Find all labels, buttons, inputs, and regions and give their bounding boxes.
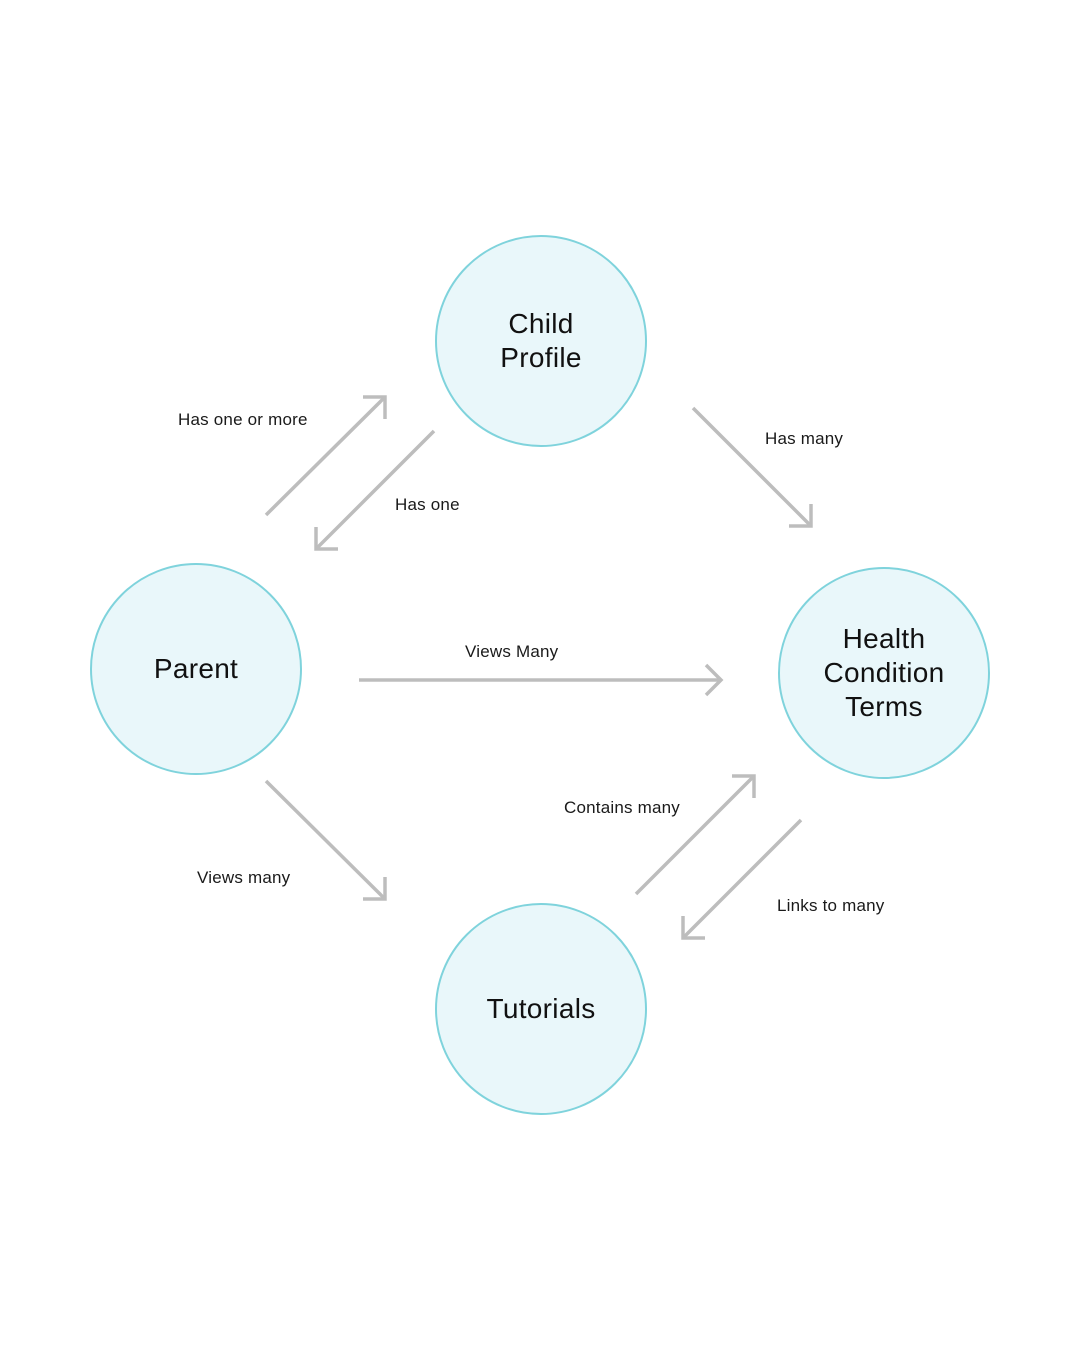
node-child-profile: Child Profile xyxy=(435,235,647,447)
arrow-child-to-health xyxy=(691,406,813,528)
node-tutorials-label: Tutorials xyxy=(486,993,596,1024)
edge-label-links-to-many: Links to many xyxy=(777,896,885,915)
arrow-health-to-tutorials xyxy=(681,818,803,940)
arrow-child-to-parent xyxy=(314,429,436,551)
node-child-profile-label: Child Profile xyxy=(500,308,582,373)
node-tutorials: Tutorials xyxy=(435,903,647,1115)
node-health-condition-terms: Health Condition Terms xyxy=(778,567,990,779)
arrow-tutorials-to-health xyxy=(634,774,756,896)
edge-label-has-one: Has one xyxy=(395,495,460,514)
edge-label-views-many-health: Views Many xyxy=(465,642,559,661)
arrow-parent-to-tutorials xyxy=(264,779,387,901)
edge-label-views-many-tutorials: Views many xyxy=(197,868,291,887)
node-health-condition-terms-label: Health Condition Terms xyxy=(823,623,945,722)
edge-label-has-one-or-more: Has one or more xyxy=(178,410,308,429)
arrow-parent-to-child xyxy=(264,395,387,517)
edge-label-contains-many: Contains many xyxy=(564,798,680,817)
edge-label-has-many: Has many xyxy=(765,429,844,448)
node-parent-label: Parent xyxy=(153,653,239,684)
arrow-parent-to-health xyxy=(359,663,724,697)
node-parent: Parent xyxy=(90,563,302,775)
